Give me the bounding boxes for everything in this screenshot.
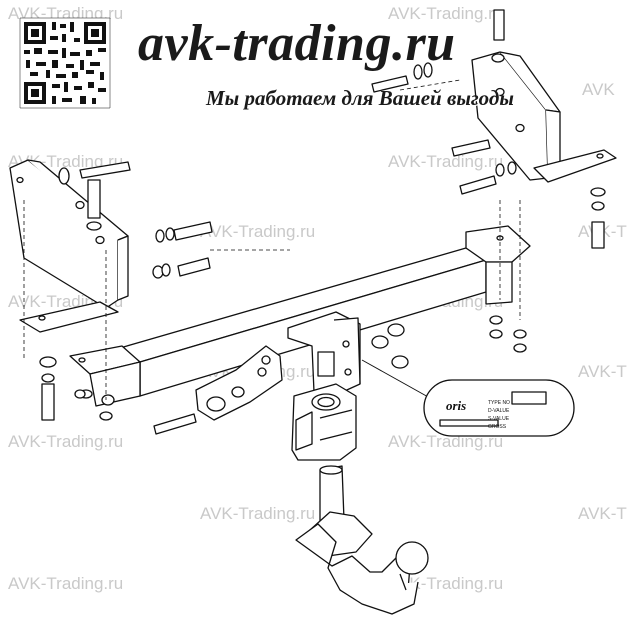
tow-ball-neck [295, 465, 429, 615]
crossbar-tube [69, 225, 531, 407]
watermark: AVK-Trading.ru [8, 574, 124, 593]
leader-line [361, 359, 431, 399]
nuts-and-washers [39, 53, 606, 421]
watermark: AVK-Trading.ru [578, 362, 627, 381]
watermark: AVK-Trading.ru [200, 504, 316, 523]
socket-bracket [195, 345, 283, 421]
brand-slogan: Мы работаем для Вашей выгоды [206, 86, 514, 110]
brand-title: avk-trading.ru [138, 15, 456, 72]
plate-field: GROSS [488, 424, 507, 430]
left-mounting-bracket [9, 159, 129, 333]
bolts [41, 9, 605, 435]
watermark: AVK-Trading.ru [388, 4, 504, 23]
watermark: AVK-Trading.ru [388, 152, 504, 171]
right-mounting-bracket [471, 51, 617, 183]
watermark: AVK [582, 80, 615, 99]
watermark: AVK-Trading.ru [388, 432, 504, 451]
watermark: AVK-Trading.ru [578, 504, 627, 523]
plate-field: D-VALUE [488, 408, 510, 414]
plate-field: TYPE NO [488, 400, 510, 406]
center-mounting-plate [287, 311, 361, 395]
watermark: AVK-Trading.ru [200, 222, 316, 241]
assembly-guide-lines [23, 79, 521, 400]
identification-plate: oris TYPE NO D-VALUE S-VALUE GROSS [423, 379, 575, 437]
watermark: AVK-Trading.ru [8, 432, 124, 451]
ball-mount-receiver [291, 383, 357, 461]
qr-code [19, 17, 111, 109]
plate-logo: oris [446, 398, 466, 413]
plate-field: S-VALUE [488, 416, 510, 422]
